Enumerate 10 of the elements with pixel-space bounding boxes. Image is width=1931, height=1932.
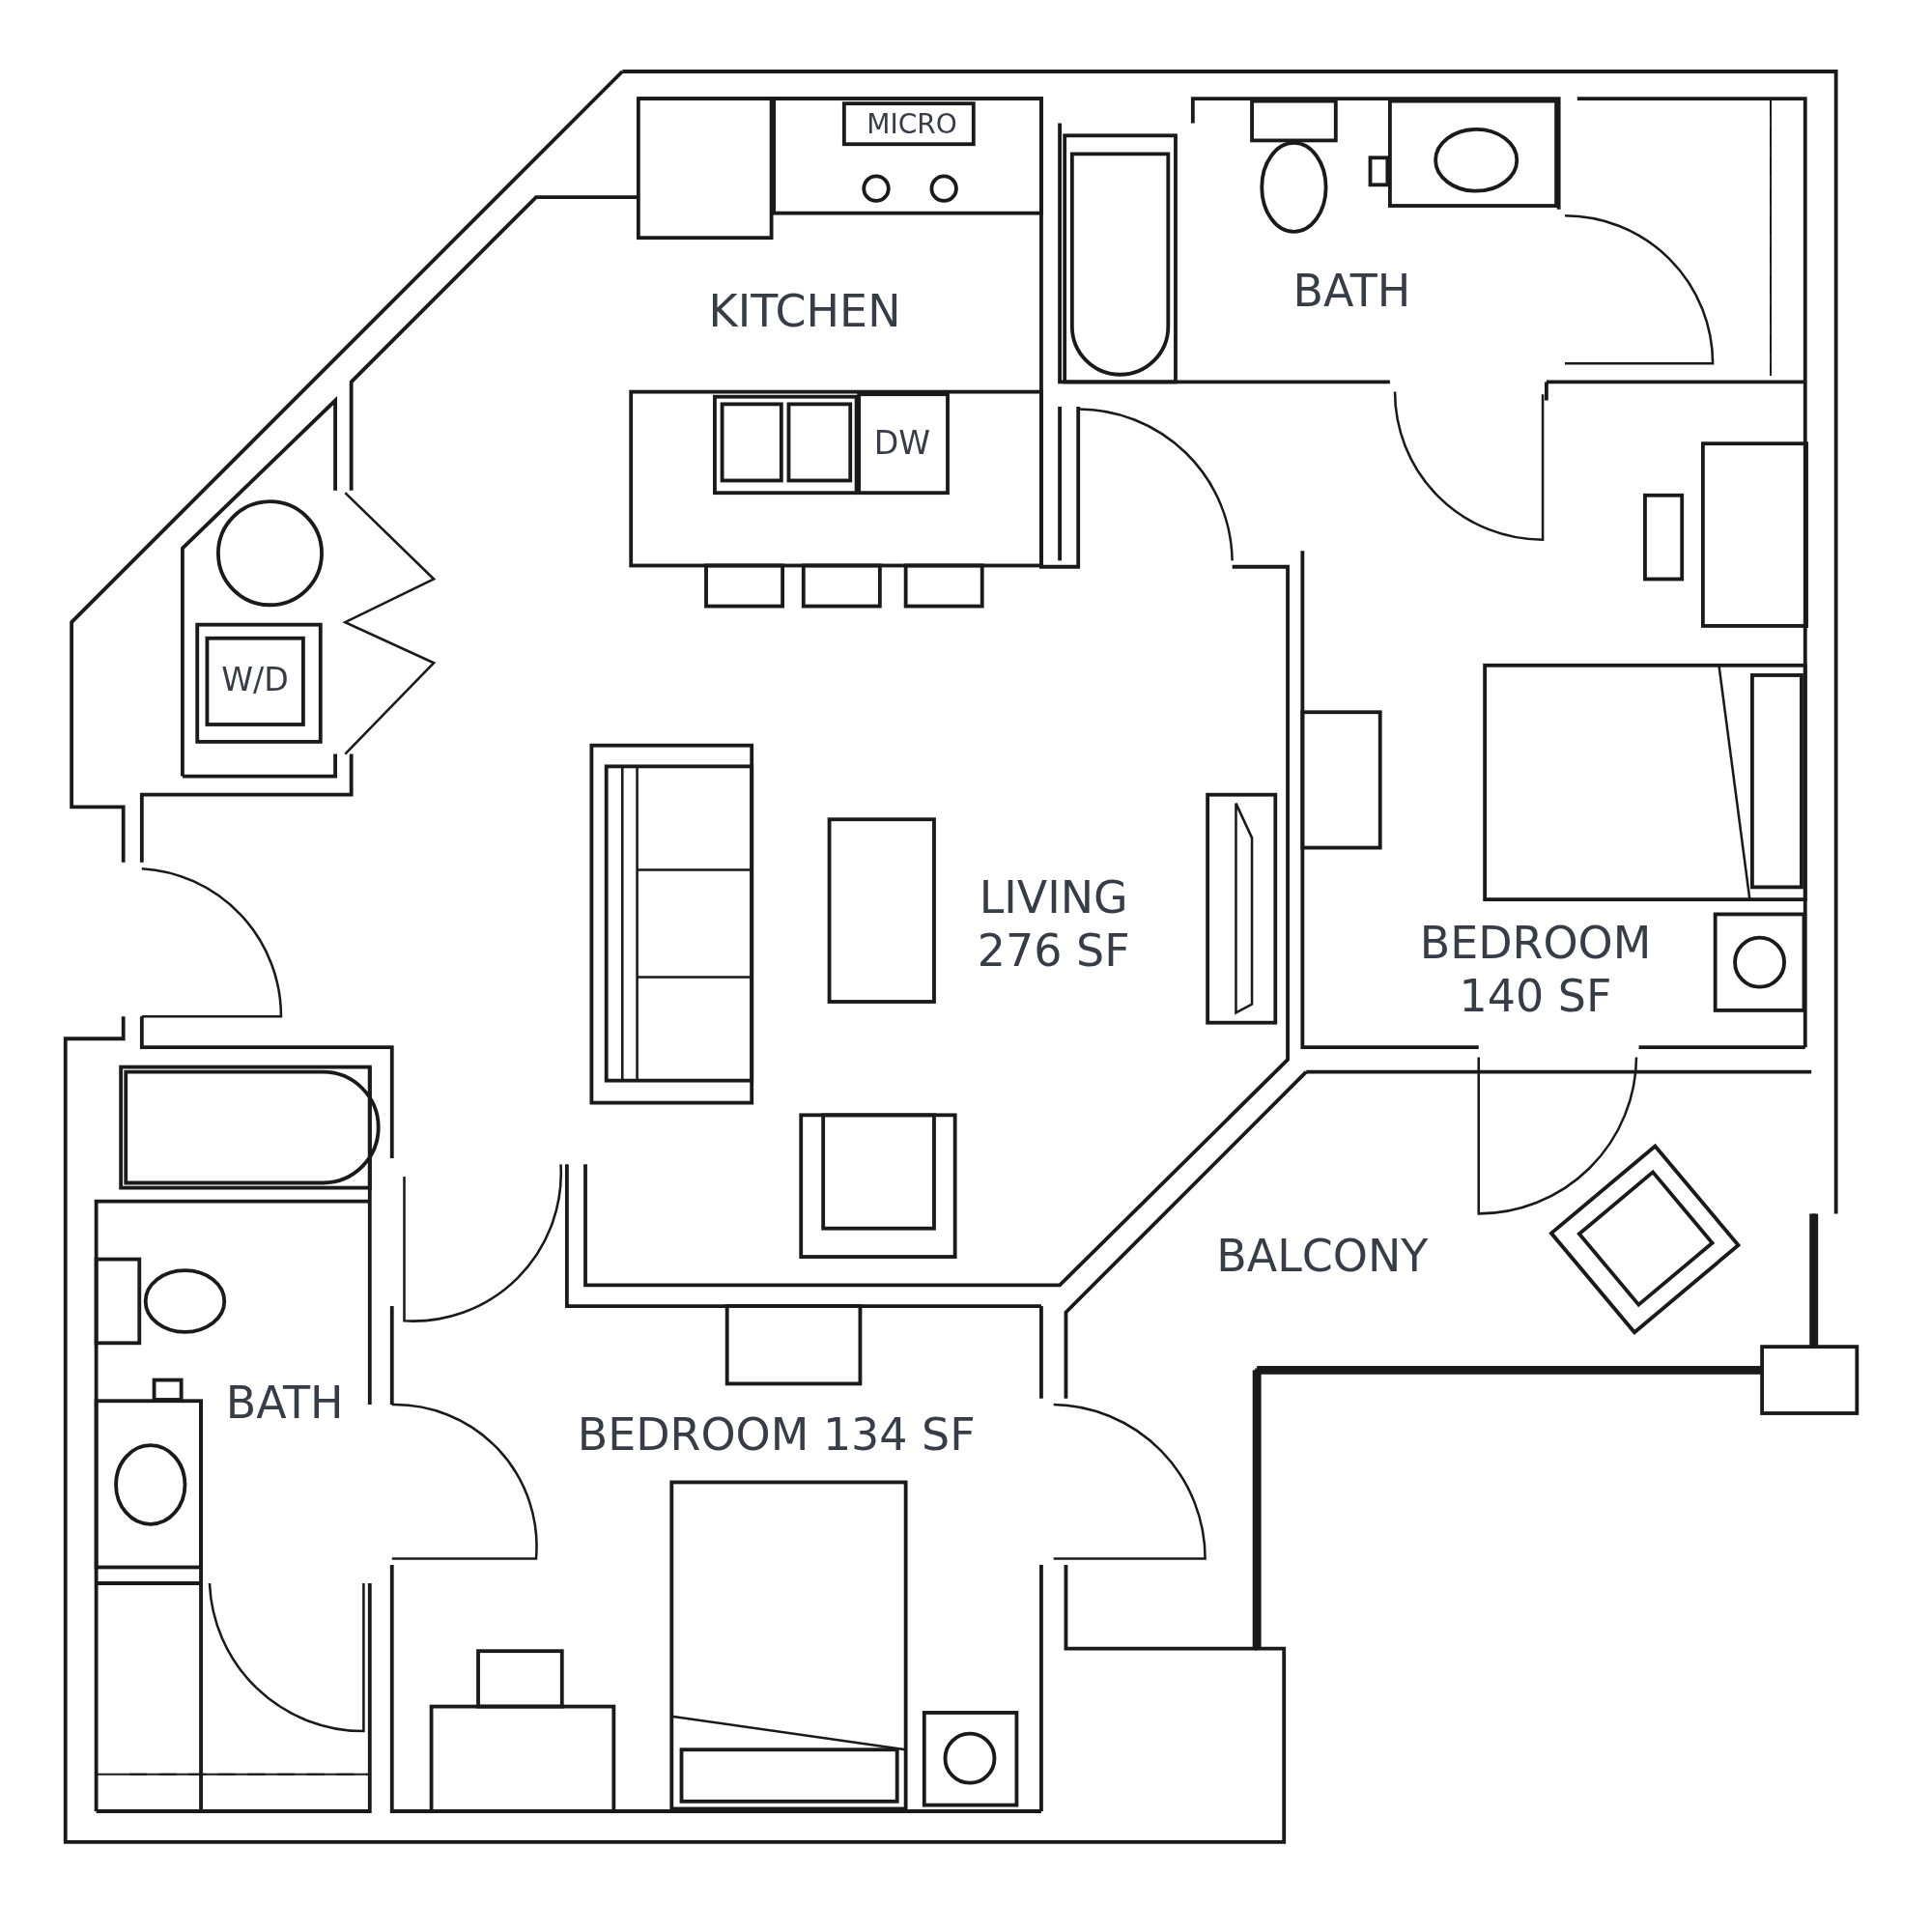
appliance-label: DW bbox=[872, 424, 931, 464]
room-label: KITCHEN bbox=[707, 285, 902, 339]
room-label: BEDROOM 140 SF bbox=[1418, 916, 1653, 1024]
room-label: BATH bbox=[1292, 265, 1412, 319]
room-label: BALCONY bbox=[1215, 1230, 1430, 1284]
appliance-label: MICRO bbox=[866, 108, 958, 141]
room-label: LIVING 276 SF bbox=[976, 870, 1131, 978]
appliance-label: W/D bbox=[220, 661, 290, 700]
room-label: BATH bbox=[224, 1377, 345, 1431]
room-label: BEDROOM 134 SF bbox=[576, 1408, 977, 1463]
